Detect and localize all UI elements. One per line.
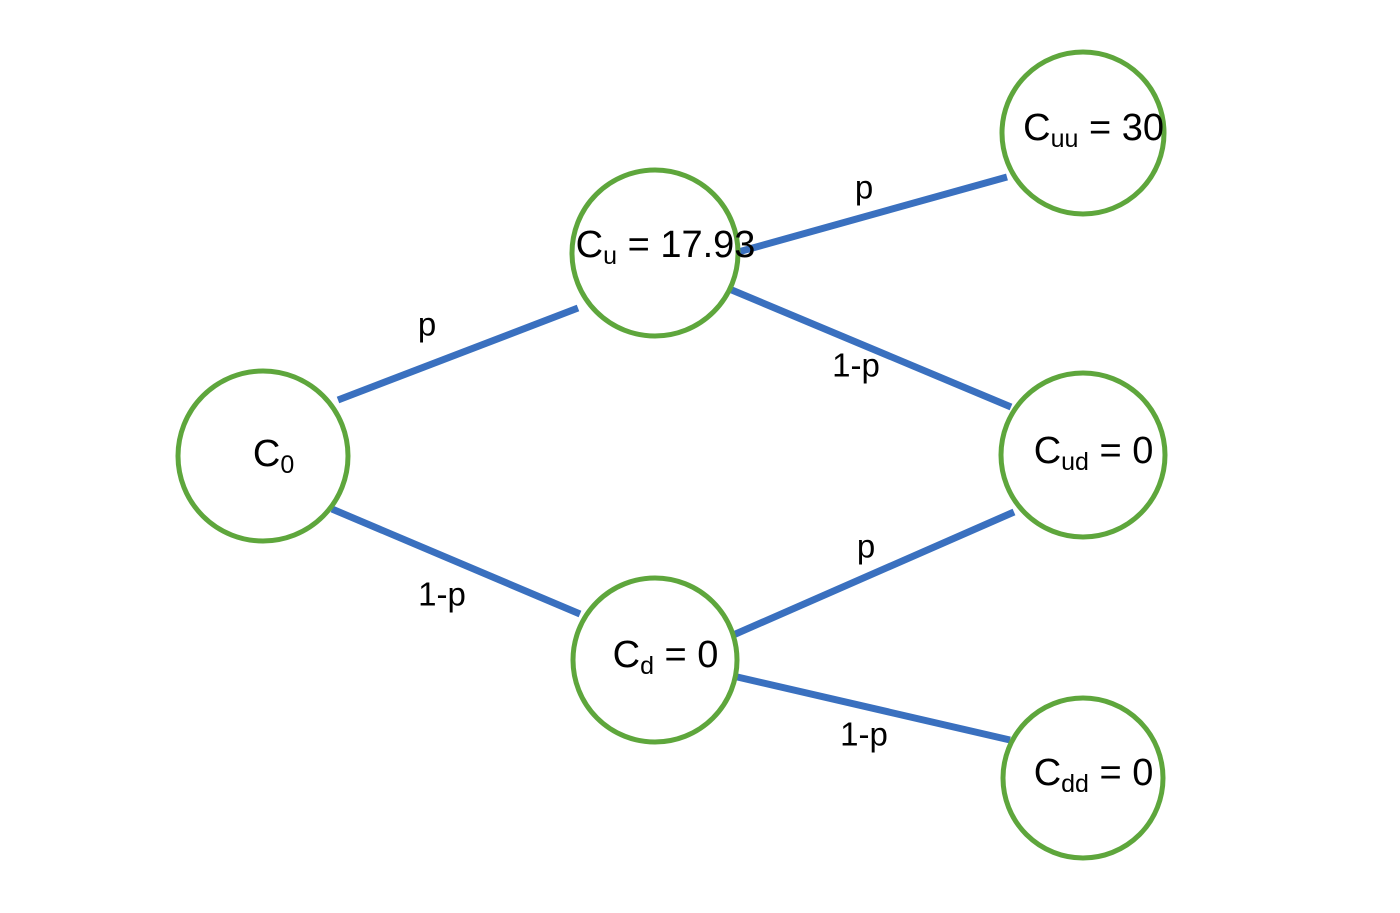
edge-label-c0-cd: 1-p (418, 576, 466, 613)
node-c0-circle[interactable] (175, 368, 351, 544)
node-cud[interactable]: Cud = 0 (918, 370, 1249, 540)
edge-label-cd-cud: p (857, 528, 875, 565)
node-cdd[interactable]: Cdd = 0 (918, 695, 1249, 861)
node-c0[interactable]: C0 (137, 368, 390, 544)
node-cud-base: C (1034, 430, 1061, 472)
node-cd-label: Cd = 0 (497, 634, 814, 680)
edge-cd-cdd[interactable] (732, 672, 1011, 744)
edge-label-cd-cdd: 1-p (840, 716, 888, 753)
node-cd-base: C (613, 634, 640, 676)
node-cu-label: Cu = 17.93 (460, 224, 851, 270)
node-cud-value: = 0 (1089, 430, 1153, 472)
node-cu-value: = 17.93 (617, 224, 755, 266)
node-cdd-value: = 0 (1089, 752, 1153, 794)
edge-cd-cud[interactable] (729, 508, 1016, 640)
edge-c0-cd[interactable] (330, 505, 582, 618)
node-cdd-subscript: dd (1061, 770, 1089, 798)
edge-labels-group: p 1-p p 1-p p 1-p (418, 169, 888, 753)
node-cu-subscript: u (603, 242, 617, 270)
node-cuu-circle[interactable] (999, 49, 1167, 217)
nodes-group: C0 Cu = 17.93 Cd = 0 Cu (137, 49, 1259, 861)
node-cdd-base: C (1034, 752, 1061, 794)
node-cdd-label: Cdd = 0 (918, 752, 1249, 798)
edge-cu-cuu[interactable] (730, 173, 1008, 258)
edge-c0-cu[interactable] (336, 304, 580, 404)
node-cdd-circle[interactable] (1000, 695, 1166, 861)
node-cu-circle[interactable] (569, 167, 741, 339)
node-c0-base: C (253, 433, 280, 475)
node-cd-circle[interactable] (570, 575, 740, 745)
edges-group (330, 173, 1016, 744)
node-c0-subscript: 0 (280, 451, 294, 479)
node-cd[interactable]: Cd = 0 (497, 575, 814, 745)
edge-label-c0-cu: p (418, 306, 436, 343)
node-cd-value: = 0 (654, 634, 718, 676)
node-cuu-subscript: uu (1051, 125, 1079, 153)
node-cd-subscript: d (640, 652, 654, 680)
node-cud-label: Cud = 0 (918, 430, 1249, 476)
node-cud-circle[interactable] (998, 370, 1168, 540)
node-cuu[interactable]: Cuu = 30 (907, 49, 1259, 217)
node-cu-base: C (576, 224, 603, 266)
node-cuu-value: = 30 (1078, 107, 1164, 149)
edge-cu-cud[interactable] (725, 284, 1013, 411)
edge-label-cu-cud: 1-p (832, 347, 880, 384)
edge-label-cu-cuu: p (855, 169, 873, 206)
node-cuu-label: Cuu = 30 (907, 107, 1259, 153)
node-cud-subscript: ud (1061, 448, 1089, 476)
node-cuu-base: C (1023, 107, 1050, 149)
node-c0-label: C0 (137, 433, 390, 485)
node-cu[interactable]: Cu = 17.93 (460, 167, 851, 339)
